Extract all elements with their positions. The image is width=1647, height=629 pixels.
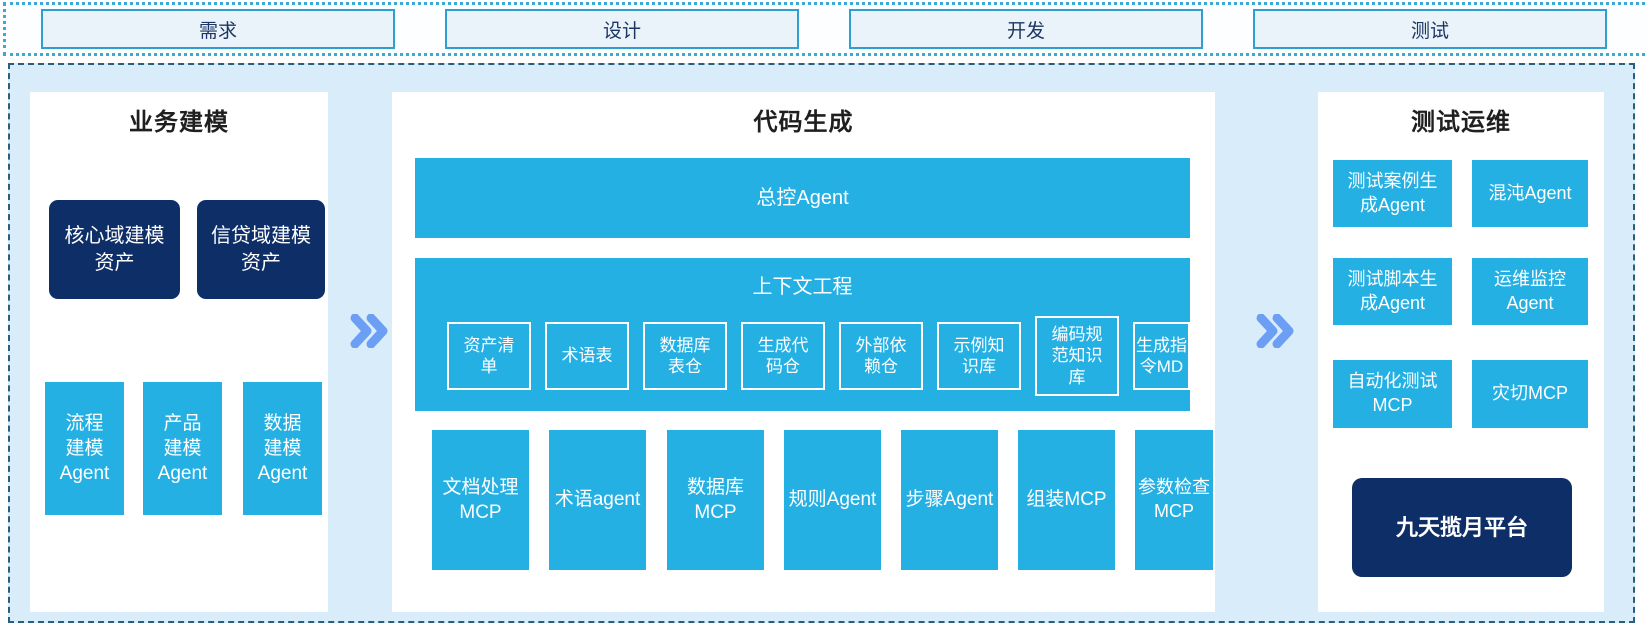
ops-monitoring-agent-box: 运维监控 Agent <box>1472 258 1588 325</box>
automated-test-mcp-box: 自动化测试 MCP <box>1333 360 1452 428</box>
test-script-gen-agent-box: 测试脚本生 成Agent <box>1333 258 1452 325</box>
product-modeling-agent-box: 产品 建模 Agent <box>143 382 222 515</box>
phase-strip: 需求 设计 开发 测试 <box>3 2 1647 56</box>
jiutian-lanyue-platform-box: 九天揽月平台 <box>1352 478 1572 577</box>
phase-requirements: 需求 <box>41 9 395 49</box>
rules-agent-box: 规则Agent <box>784 430 881 570</box>
test-ops-panel: 测试运维 测试案例生 成Agent 混沌Agent 测试脚本生 成Agent 运… <box>1318 92 1604 612</box>
code-generation-title: 代码生成 <box>753 109 854 136</box>
parameter-check-mcp-box: 参数检查 MCP <box>1135 430 1213 570</box>
test-case-gen-agent-box: 测试案例生 成Agent <box>1333 160 1452 227</box>
data-modeling-agent-box: 数据 建模 Agent <box>243 382 322 515</box>
chevron-double-right-icon <box>350 313 392 353</box>
business-modeling-panel: 业务建模 核心域建模 资产 信贷域建模 资产 流程 建模 Agent 产品 建模… <box>30 92 328 612</box>
db-table-repo-box: 数据库 表仓 <box>643 322 727 390</box>
chaos-agent-box: 混沌Agent <box>1472 160 1588 227</box>
context-engineering-container: 上下文工程 资产清 单 术语表 数据库 表仓 生成代 码仓 外部依 赖仓 示例知… <box>415 258 1190 411</box>
code-generation-panel: 代码生成 总控Agent 上下文工程 资产清 单 术语表 数据库 表仓 生成代 … <box>392 92 1215 612</box>
generated-code-repo-box: 生成代 码仓 <box>741 322 825 390</box>
generate-instruction-md-box: 生成指 令MD <box>1133 322 1190 390</box>
chevron-double-right-icon <box>1256 313 1298 353</box>
master-agent-bar: 总控Agent <box>415 158 1190 238</box>
context-engineering-title: 上下文工程 <box>752 276 853 298</box>
database-mcp-box: 数据库 MCP <box>667 430 764 570</box>
external-dependency-repo-box: 外部依 赖仓 <box>839 322 923 390</box>
asset-list-box: 资产清 单 <box>447 322 531 390</box>
process-modeling-agent-box: 流程 建模 Agent <box>45 382 124 515</box>
terminology-agent-box: 术语agent <box>549 430 646 570</box>
assembly-mcp-box: 组装MCP <box>1018 430 1115 570</box>
example-knowledge-base-box: 示例知 识库 <box>937 322 1021 390</box>
phase-testing: 测试 <box>1253 9 1607 49</box>
disaster-switch-mcp-box: 灾切MCP <box>1472 360 1588 428</box>
steps-agent-box: 步骤Agent <box>901 430 998 570</box>
business-modeling-title: 业务建模 <box>129 109 229 136</box>
coding-standard-kb-box: 编码规 范知识 库 <box>1035 316 1119 396</box>
phase-development: 开发 <box>849 9 1203 49</box>
glossary-box: 术语表 <box>545 322 629 390</box>
phase-design: 设计 <box>445 9 799 49</box>
doc-processing-mcp-box: 文档处理 MCP <box>432 430 529 570</box>
credit-domain-asset-box: 信贷域建模 资产 <box>197 200 325 299</box>
test-ops-title: 测试运维 <box>1411 109 1511 136</box>
core-domain-asset-box: 核心域建模 资产 <box>49 200 180 299</box>
